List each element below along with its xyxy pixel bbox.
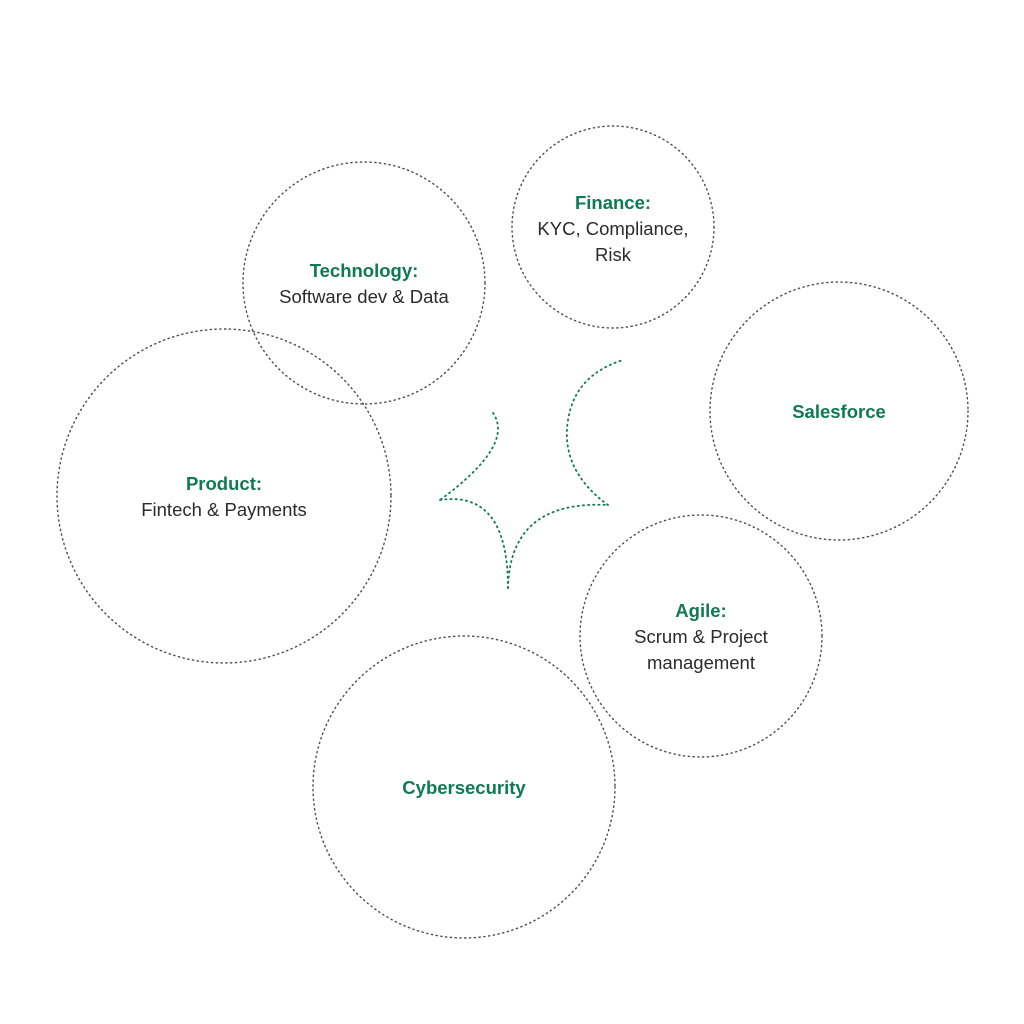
sparkle-arc-left bbox=[439, 412, 499, 501]
agile-line-2: management bbox=[647, 652, 755, 673]
technology-line-1: Software dev & Data bbox=[279, 286, 449, 307]
product-label: Product: Fintech & Payments bbox=[141, 471, 307, 523]
sparkle-arc-right bbox=[566, 359, 624, 506]
sparkle-arc-bottom bbox=[439, 498, 509, 589]
finance-label: Finance: KYC, Compliance, Risk bbox=[537, 190, 688, 268]
product-title: Product: bbox=[185, 473, 263, 494]
salesforce-label: Salesforce bbox=[792, 399, 886, 425]
salesforce-circle bbox=[709, 281, 969, 541]
cybersecurity-circle bbox=[312, 635, 616, 939]
technology-title: Technology: bbox=[309, 260, 419, 281]
cybersecurity-title: Cybersecurity bbox=[402, 777, 526, 798]
finance-line-1: KYC, Compliance, bbox=[537, 218, 689, 239]
finance-title: Finance: bbox=[574, 192, 652, 213]
finance-line-2: Risk bbox=[595, 244, 631, 265]
salesforce-title: Salesforce bbox=[792, 401, 886, 422]
sparkle-arc-middle bbox=[507, 503, 609, 589]
cybersecurity-label: Cybersecurity bbox=[402, 775, 525, 801]
finance-circle bbox=[511, 125, 715, 329]
agile-title: Agile: bbox=[675, 600, 727, 621]
product-circle bbox=[56, 328, 392, 664]
technology-label: Technology: Software dev & Data bbox=[279, 258, 449, 310]
agile-line-1: Scrum & Project bbox=[634, 626, 768, 647]
product-line-1: Fintech & Payments bbox=[141, 499, 307, 520]
sparkle-icon bbox=[439, 359, 624, 589]
technology-circle bbox=[242, 161, 486, 405]
agile-label: Agile: Scrum & Project management bbox=[634, 598, 768, 676]
agile-circle bbox=[579, 514, 823, 758]
